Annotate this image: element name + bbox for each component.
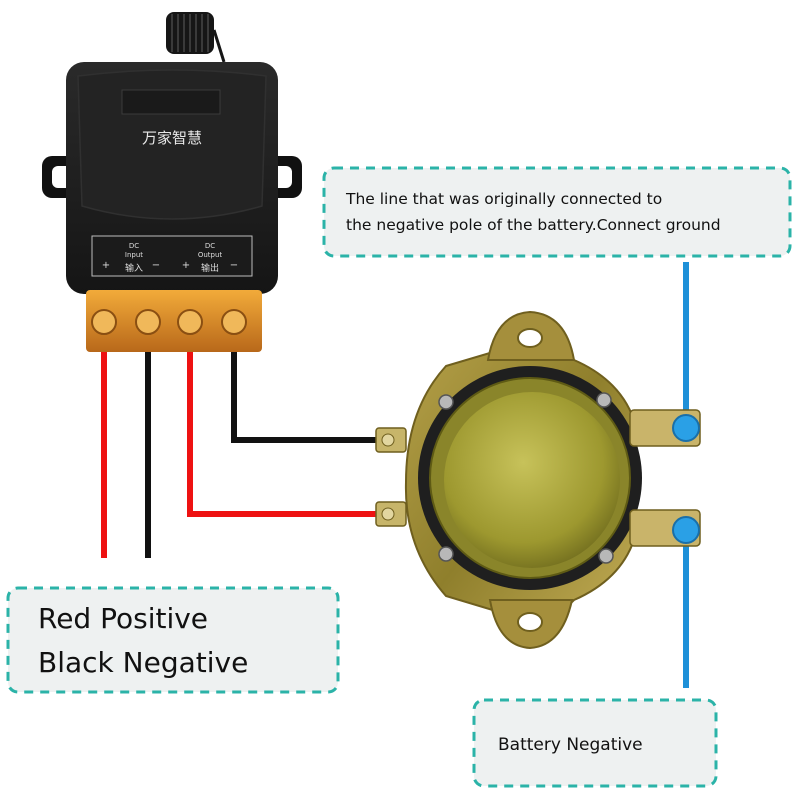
terminal-screw-input-negative bbox=[135, 309, 161, 335]
terminal-screw-input-positive bbox=[91, 309, 117, 335]
callout-polarity-line1: Red Positive bbox=[38, 602, 208, 635]
wires bbox=[101, 262, 689, 688]
output-plus-sign: + bbox=[182, 260, 190, 271]
red-wire-output bbox=[187, 322, 388, 517]
black-wire-output bbox=[231, 322, 388, 443]
callout-polarity: Red Positive Black Negative bbox=[6, 586, 340, 694]
terminal-legend-input: + DC Input 输入 − bbox=[102, 242, 160, 274]
terminal-block bbox=[86, 290, 262, 352]
label-window bbox=[121, 89, 221, 115]
terminal-screw-output-negative bbox=[221, 309, 247, 335]
control-terminals bbox=[375, 427, 407, 527]
output-minus-sign: − bbox=[230, 260, 238, 271]
output-dc-label: DC bbox=[205, 242, 215, 250]
callout-ground-box bbox=[322, 166, 792, 258]
output-label-cn: 输出 bbox=[201, 262, 219, 274]
output-label-en: Output bbox=[198, 251, 223, 259]
control-terminal-upper bbox=[381, 433, 395, 447]
callout-battery-negative: Battery Negative bbox=[472, 698, 718, 788]
battery-negative-stud-dot bbox=[672, 516, 700, 544]
cap-screw-bottom-left bbox=[438, 546, 454, 562]
relay-module: 万家智慧 + DC Input 输入 − + DC Output 输出 − bbox=[42, 12, 302, 352]
brand-label: 万家智慧 bbox=[142, 129, 202, 147]
callout-ground-line1: The line that was originally connected t… bbox=[345, 190, 662, 208]
power-studs bbox=[629, 409, 701, 547]
control-terminal-lower bbox=[381, 507, 395, 521]
callout-polarity-line2: Black Negative bbox=[38, 646, 248, 679]
callout-ground: The line that was originally connected t… bbox=[322, 166, 792, 258]
callout-polarity-box bbox=[6, 586, 340, 694]
callout-battery-negative-box bbox=[472, 698, 718, 788]
input-label-en: Input bbox=[125, 251, 143, 259]
terminal-screws bbox=[91, 309, 247, 335]
terminal-legend-output: + DC Output 输出 − bbox=[182, 242, 238, 274]
terminal-legend bbox=[91, 235, 253, 277]
input-dc-label: DC bbox=[129, 242, 139, 250]
input-minus-sign: − bbox=[152, 260, 160, 271]
antenna-coil bbox=[166, 12, 226, 63]
callout-battery-negative-text: Battery Negative bbox=[498, 735, 643, 755]
cap-screw-top-right bbox=[596, 392, 612, 408]
solenoid-cap bbox=[444, 392, 620, 568]
callout-ground-line2: the negative pole of the battery.Connect… bbox=[346, 216, 721, 234]
ground-stud-dot bbox=[672, 414, 700, 442]
input-plus-sign: + bbox=[102, 260, 110, 271]
terminal-screw-output-positive bbox=[177, 309, 203, 335]
input-label-cn: 输入 bbox=[125, 262, 143, 274]
cap-screw-bottom-right bbox=[598, 548, 614, 564]
battery-disconnect-solenoid bbox=[375, 310, 701, 650]
cap-screw-top-left bbox=[438, 394, 454, 410]
